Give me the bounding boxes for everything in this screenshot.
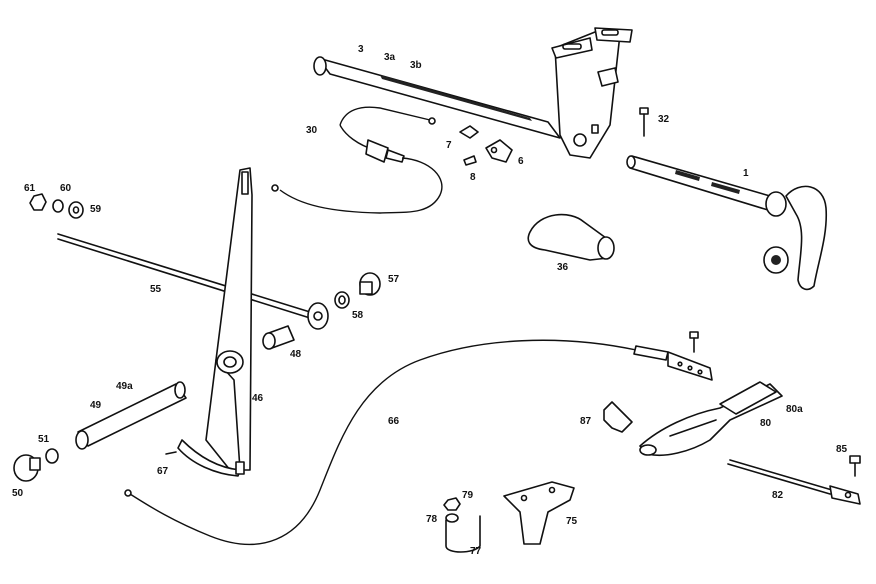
callout-50: 50 xyxy=(12,488,24,499)
pin-part-67 xyxy=(165,451,177,455)
rubber-boot-part-36 xyxy=(527,213,615,261)
callout-36: 36 xyxy=(557,262,569,273)
callout-30: 30 xyxy=(306,125,318,136)
callout-82: 82 xyxy=(772,490,784,501)
ring-part-58 xyxy=(334,291,350,309)
nut-part-79 xyxy=(443,497,461,511)
callout-67: 67 xyxy=(157,466,169,477)
callout-80: 80 xyxy=(760,418,772,429)
callout-61: 61 xyxy=(24,183,36,194)
washer-part-60 xyxy=(52,199,64,213)
rod-part-55 xyxy=(57,233,329,330)
callout-7: 7 xyxy=(446,140,452,151)
callout-1: 1 xyxy=(743,168,749,179)
handle-shaft-part-1 xyxy=(626,155,828,291)
callout-77: 77 xyxy=(470,546,482,557)
callout-78: 78 xyxy=(426,514,438,525)
callout-49: 49 xyxy=(90,400,102,411)
washer-part-59 xyxy=(68,201,84,219)
bracket-part-6 xyxy=(485,139,513,163)
threaded-rod-part-82 xyxy=(727,459,861,505)
callout-58: 58 xyxy=(352,310,364,321)
lever-plate-part-80 xyxy=(639,381,783,457)
clip-part-7 xyxy=(459,125,479,139)
nut-part-61 xyxy=(29,193,47,211)
bolt-part-85 xyxy=(849,455,861,477)
cable-part-30 xyxy=(271,106,443,214)
cable-part-66 xyxy=(124,331,713,545)
support-bar-part-3 xyxy=(313,27,633,159)
bracket-part-75 xyxy=(503,481,575,545)
wing-nut-part-87 xyxy=(603,401,633,433)
callout-3b: 3b xyxy=(410,60,422,71)
callout-3a: 3a xyxy=(384,52,396,63)
callout-55: 55 xyxy=(150,284,162,295)
tube-part-49 xyxy=(75,381,187,450)
callout-80a: 80a xyxy=(786,404,803,415)
callout-87: 87 xyxy=(580,416,592,427)
u-bolt-part-77 xyxy=(445,515,481,553)
bushing-part-57 xyxy=(359,272,381,296)
knob-part-50 xyxy=(13,454,41,482)
callout-66: 66 xyxy=(388,416,400,427)
callout-79: 79 xyxy=(462,490,474,501)
callout-49a: 49a xyxy=(116,381,133,392)
callout-57: 57 xyxy=(388,274,400,285)
callout-46: 46 xyxy=(252,393,264,404)
sleeve-part-48 xyxy=(262,325,295,350)
callout-32: 32 xyxy=(658,114,670,125)
washer-part-51 xyxy=(45,448,59,464)
lever-part-46 xyxy=(177,167,253,477)
callout-59: 59 xyxy=(90,204,102,215)
callout-85: 85 xyxy=(836,444,848,455)
callout-6: 6 xyxy=(518,156,524,167)
callout-60: 60 xyxy=(60,183,72,194)
bolt-part-32 xyxy=(639,107,649,137)
callout-75: 75 xyxy=(566,516,578,527)
callout-51: 51 xyxy=(38,434,50,445)
callout-3: 3 xyxy=(358,44,364,55)
washer-part-78 xyxy=(445,513,459,523)
pin-part-8 xyxy=(463,155,477,166)
callout-48: 48 xyxy=(290,349,302,360)
callout-8: 8 xyxy=(470,172,476,183)
